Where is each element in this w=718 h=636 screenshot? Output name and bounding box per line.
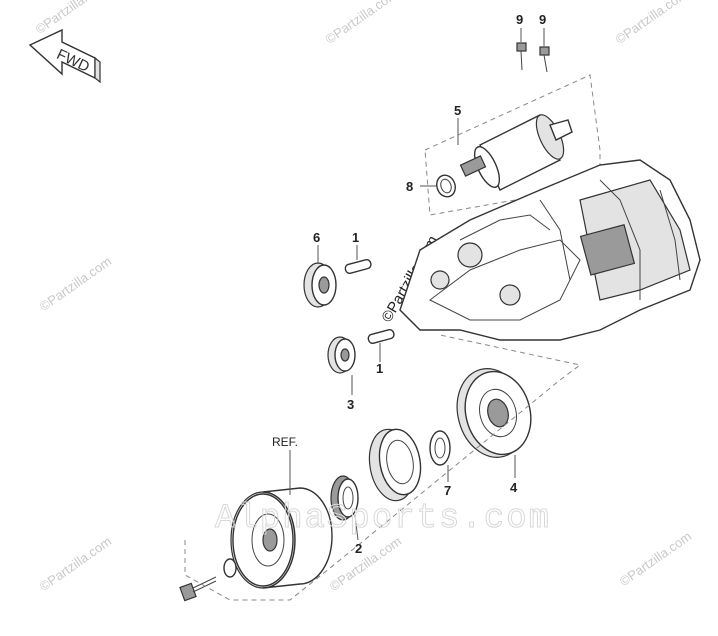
callout-2: 2 [355,541,362,556]
reduction-gear [327,336,356,374]
one-way-bearing [330,475,359,521]
watermark-large: AlphaSports.com [215,500,551,538]
watermark-small: ©Partzilla.com [323,0,400,47]
ref-outline [184,334,582,601]
callout-9a: 9 [516,12,523,27]
flywheel-bolt [179,576,217,602]
flywheel-washer [223,558,237,578]
watermark-small: ©Partzilla.com [37,253,114,313]
watermark-small: ©Partzilla.com [613,0,690,47]
callout-3: 3 [347,397,354,412]
callout-numbers: 9 9 5 8 6 1 1 3 4 7 2 REF. [272,12,546,556]
callout-4: 4 [510,480,518,495]
fwd-arrow-icon: FWD [28,28,101,84]
clutch-gear [456,368,532,458]
callout-1b: 1 [376,361,383,376]
watermark-small: ©Partzilla.com [33,0,110,37]
flywheel [230,487,333,589]
washer [429,430,451,466]
shafts [344,258,395,344]
bolts-9 [516,42,550,73]
clutch-housing-ring [368,428,422,502]
callout-9b: 9 [539,12,546,27]
callout-1a: 1 [352,230,359,245]
crankcase [399,159,701,341]
leader-lines [184,28,582,601]
callout-6: 6 [313,230,320,245]
watermark-small: ©Partzilla.com [617,528,694,588]
ref-label: REF. [272,435,298,449]
idler-gear [303,262,337,308]
callout-5: 5 [454,103,461,118]
watermark-small: ©Partzilla.com [327,533,404,593]
o-ring [436,174,456,198]
starter-motor [459,114,573,191]
callout-7: 7 [444,483,451,498]
watermark-small: ©Partzilla.com [37,533,114,593]
callout-8: 8 [406,179,413,194]
